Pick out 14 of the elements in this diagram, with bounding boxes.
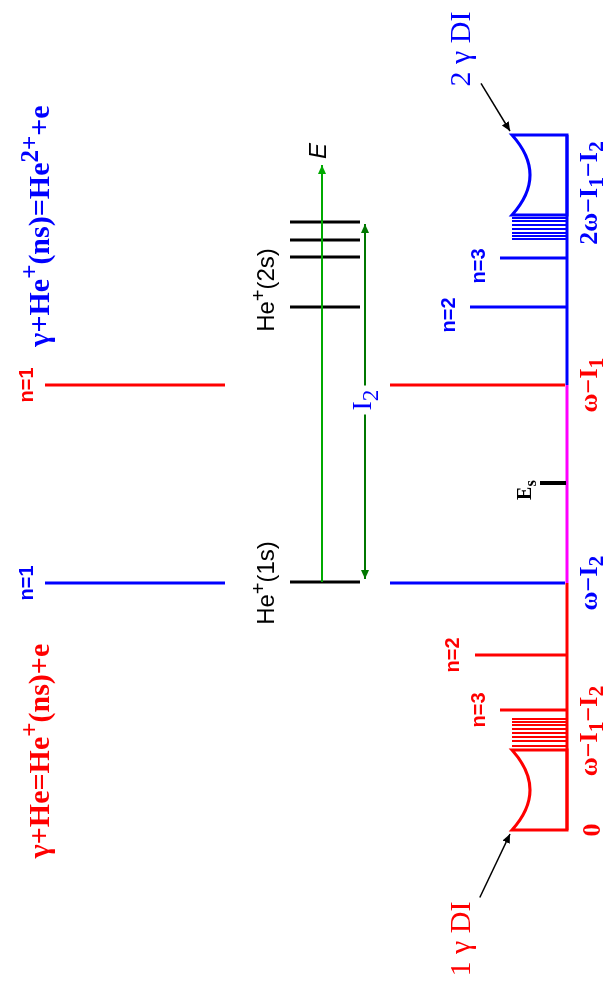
leader-line <box>480 82 511 132</box>
tick-label: 0 <box>579 823 605 837</box>
callout-text: 2 γ DI <box>443 11 477 87</box>
level-label: n=2 <box>442 637 462 673</box>
level-label: n=3 <box>468 692 488 728</box>
continuum-band <box>510 748 569 832</box>
axis-label: E <box>306 143 330 159</box>
level-label: n=1 <box>16 367 36 403</box>
leader-line <box>479 833 511 899</box>
level-label: n=1 <box>16 565 36 601</box>
level-label: n=3 <box>468 248 488 284</box>
callout-text: 1 γ DI <box>443 901 477 977</box>
continuum-band <box>510 133 569 217</box>
level-label: n=2 <box>438 297 458 333</box>
